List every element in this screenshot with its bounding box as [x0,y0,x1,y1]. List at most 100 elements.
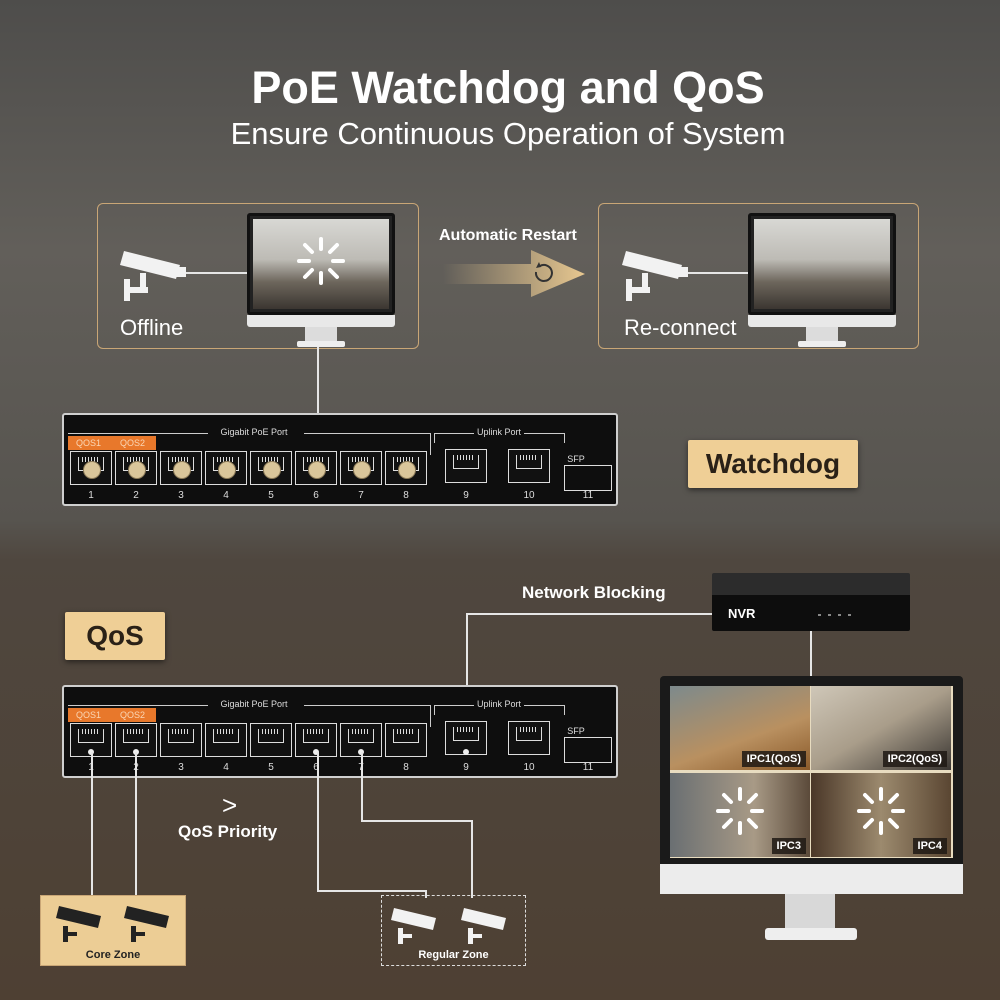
nvr-label: NVR [728,606,756,621]
camera-icon [391,908,506,944]
core-link-port2 [135,752,137,897]
switch-header: Uplink Port [476,427,521,437]
camera-feed-tile[interactable]: IPC4 [811,773,951,857]
restart-arrow-icon [443,250,585,297]
camera-feed-label: IPC4 [912,838,947,854]
port-8[interactable] [385,451,427,485]
qos-priority-label: QoS Priority [178,822,278,841]
port-number: 2 [133,490,139,501]
reconnected-monitor [748,213,896,347]
port-active-dot [313,749,319,755]
regular-link-port7 [361,752,363,822]
port-number: 6 [313,490,319,501]
header-bracket [564,705,565,715]
nvr-monitor: IPC1(QoS) IPC2(QoS) IPC3 IPC4 [660,676,963,894]
regular-link-port7 [471,820,473,898]
camera-feed-tile[interactable]: IPC3 [670,773,810,857]
port-number: 4 [223,762,229,773]
port-number: 3 [178,490,184,501]
port-2[interactable] [115,451,157,485]
port-number: 11 [582,762,594,773]
loading-spinner-icon [716,787,764,835]
regular-zone-label: Regular Zone [418,949,489,961]
poe-power-icon [308,461,326,479]
port-1[interactable] [70,451,112,485]
camera-link [686,272,749,274]
camera-feed-tile[interactable]: IPC2(QoS) [811,686,951,770]
loading-spinner-icon [857,787,905,835]
header-bracket [430,433,431,455]
port-5[interactable] [250,451,292,485]
regular-link-port6 [317,752,319,892]
header-bracket [304,433,430,434]
port-11-sfp[interactable] [564,737,612,763]
regular-link-port7 [361,820,473,822]
qos-tag: QOS2 [112,708,156,722]
port-10[interactable] [508,449,550,483]
port-5[interactable] [250,723,292,757]
port-10[interactable] [508,721,550,755]
uplink-link [466,613,468,738]
poe-power-icon [173,461,191,479]
camera-icon [120,251,186,301]
qos-label: QoS [65,612,165,660]
port-number: 8 [403,490,409,501]
core-link-port1 [91,752,93,897]
nvr-device: NVR [712,573,910,631]
port-9[interactable] [445,449,487,483]
switch-header: SFP [567,454,585,464]
qos-tag: QOS1 [68,708,112,722]
offline-label: Offline [120,315,184,340]
port-4[interactable] [205,451,247,485]
watchdog-label: Watchdog [688,440,858,488]
header-bracket [434,433,474,434]
port-number: 9 [463,762,469,773]
port-6[interactable] [295,451,337,485]
camera-link [186,272,248,274]
nvr-monitor-link [810,631,812,678]
switch-header: Uplink Port [476,699,521,709]
port-active-dot [463,749,469,755]
poe-power-icon [83,461,101,479]
port-11-sfp[interactable] [564,465,612,491]
header-bracket [564,433,565,443]
header-bracket [68,705,208,706]
camera-feed-label: IPC1(QoS) [741,751,806,767]
switch-header: SFP [567,726,585,736]
port-number: 5 [268,762,274,773]
qos-tag: QOS2 [112,436,156,450]
header-bracket [430,705,431,727]
port-4[interactable] [205,723,247,757]
page-subtitle: Ensure Continuous Operation of System [230,116,786,151]
poe-link-port6 [317,347,319,465]
poe-power-icon [128,461,146,479]
offline-panel [97,203,419,349]
port-8[interactable] [385,723,427,757]
port-number: 9 [463,490,469,501]
port-number: 10 [523,490,535,501]
camera-feed-label: IPC3 [771,838,806,854]
offline-monitor [247,213,395,347]
port-number: 4 [223,490,229,501]
header-bracket [434,705,435,715]
port-number: 11 [582,490,594,501]
port-3[interactable] [160,451,202,485]
header-bracket [434,705,474,706]
port-3[interactable] [160,723,202,757]
port-number: 8 [403,762,409,773]
header-bracket [304,705,430,706]
switch-header: Gigabit PoE Port [220,427,288,437]
reconnect-label: Re-connect [624,315,737,340]
camera-feed-tile[interactable]: IPC1(QoS) [670,686,810,770]
camera-icon [622,251,688,301]
regular-link-port6 [425,890,427,898]
poe-power-icon [353,461,371,479]
switch-header: Gigabit PoE Port [220,699,288,709]
priority-symbol: > [222,790,238,820]
port-7[interactable] [340,451,382,485]
monitor-foot [765,928,857,940]
camera-feed-label: IPC2(QoS) [882,751,947,767]
port-number: 10 [523,762,535,773]
camera-icon [56,906,169,942]
